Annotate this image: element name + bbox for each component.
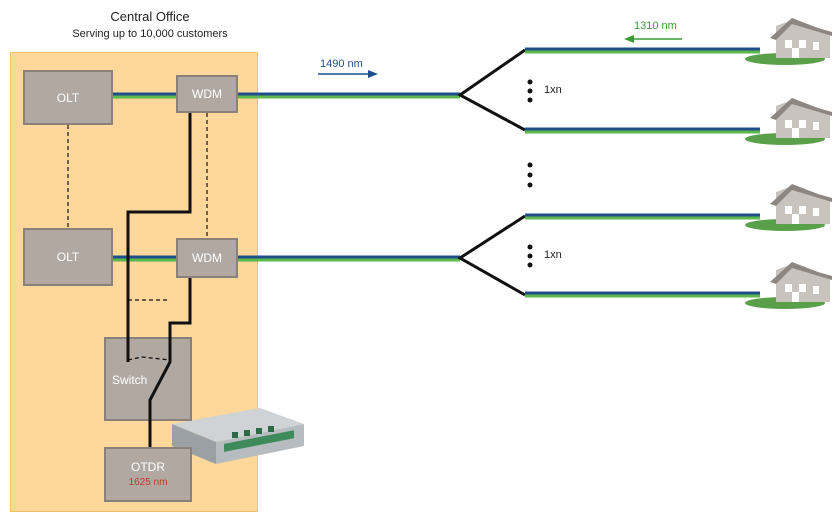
otdr-wavelength-label: 1625 nm [128, 476, 168, 488]
splitter-top-ellipsis [527, 79, 533, 103]
house-icon [745, 18, 832, 65]
wdm-top-box: WDM [176, 75, 238, 113]
downstream-wavelength-label: 1490 nm [320, 58, 363, 70]
downstream-arrow [318, 70, 378, 78]
house-icon [745, 98, 832, 145]
otdr-label: OTDR [131, 459, 165, 474]
otdr-box: OTDR 1625 nm [104, 447, 192, 502]
feeder-fiber-bottom [112, 255, 460, 262]
splitter-top [457, 48, 526, 132]
drop-fiber-4 [525, 291, 760, 298]
olt-bottom-box: OLT [23, 228, 113, 286]
splitter-bottom-ellipsis [527, 244, 533, 268]
house-icon [745, 262, 832, 309]
switch-box: Switch [104, 337, 192, 421]
olt-top-label: OLT [56, 90, 80, 105]
drop-fiber-2 [525, 127, 760, 134]
more-pons-ellipsis [527, 162, 533, 188]
olt-bottom-label: OLT [56, 250, 80, 264]
otdr-device-icon [172, 408, 304, 464]
switch-label: Switch [112, 373, 148, 387]
central-office-title: Central Office [110, 9, 190, 24]
house-icon [745, 184, 832, 231]
feeder-fiber-top [112, 92, 460, 99]
wdm-bottom-label: WDM [192, 251, 222, 265]
splitter-bottom-label: 1xn [544, 249, 562, 261]
drop-fiber-1 [525, 47, 760, 54]
central-office-subtitle: Serving up to 10,000 customers [72, 28, 228, 40]
wdm-top-label: WDM [192, 87, 222, 101]
splitter-top-label: 1xn [544, 84, 562, 96]
upstream-wavelength-label: 1310 nm [634, 20, 677, 32]
olt-top-box: OLT [23, 70, 113, 125]
wdm-bottom-box: WDM [176, 238, 238, 278]
splitter-bottom [457, 214, 526, 297]
drop-fiber-3 [525, 213, 760, 220]
upstream-arrow [624, 35, 682, 43]
